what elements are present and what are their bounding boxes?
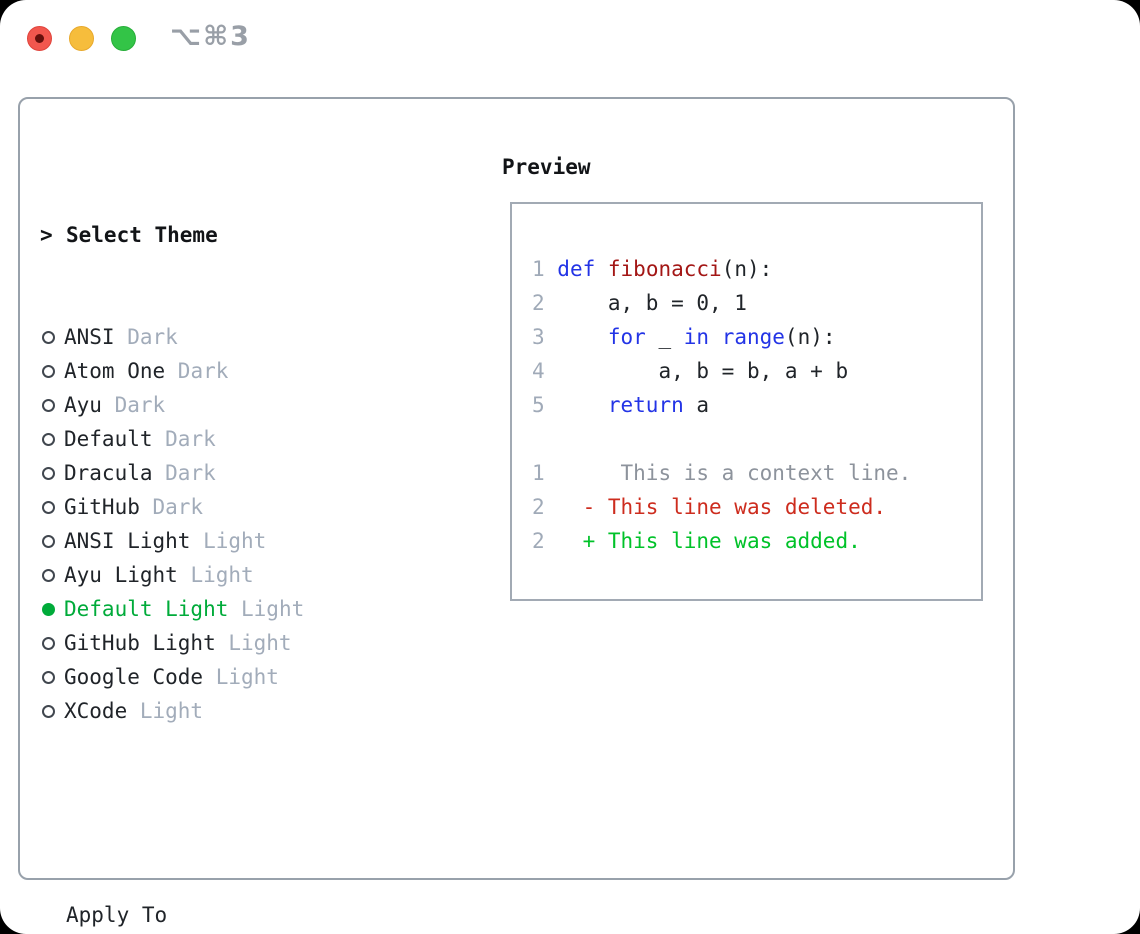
radio-icon (42, 500, 55, 514)
diff-line-deleted: 2 - This line was deleted. (532, 495, 887, 519)
theme-option-dracula[interactable]: Dracula Dark (40, 456, 500, 490)
theme-option-github[interactable]: GitHub Dark (40, 490, 500, 524)
variant-label: Dark (152, 461, 216, 485)
variant-label: Light (215, 631, 292, 655)
line-number: 4 (532, 359, 558, 383)
preview-header: Preview (502, 155, 591, 179)
option-label: Atom One (64, 359, 166, 383)
option-label: GitHub (64, 495, 140, 519)
variant-label: Light (127, 699, 204, 723)
code-line: 3 for _ in range(n): (532, 325, 836, 349)
radio-icon (42, 636, 55, 650)
diff-line-added: 2 + This line was added. (532, 529, 861, 553)
modified-dot-icon (35, 34, 44, 43)
code-line: 5 return a (532, 393, 710, 417)
zoom-button-icon[interactable] (111, 26, 136, 51)
radio-icon (42, 364, 55, 378)
theme-option-ansi-light[interactable]: ANSI Light Light (40, 524, 500, 558)
radio-icon (42, 704, 55, 718)
variant-label: Dark (101, 393, 166, 417)
option-label: Ayu Light (64, 563, 178, 587)
theme-option-google-code[interactable]: Google Code Light (40, 660, 500, 694)
titlebar: ⌥⌘3 (0, 0, 1140, 76)
theme-option-default-light[interactable]: Default Light Light (40, 592, 500, 626)
close-button-icon[interactable] (27, 26, 52, 51)
variant-label: Dark (114, 325, 178, 349)
caret-icon: > (40, 223, 53, 247)
option-label: Dracula (64, 461, 153, 485)
select-theme-header: > Select Theme (40, 218, 500, 252)
option-label: ANSI (64, 325, 115, 349)
diff-line-context: 1 This is a context line. (532, 461, 912, 485)
option-label: Default Light (64, 597, 229, 621)
option-label: Ayu (64, 393, 102, 417)
line-number: 1 (532, 257, 558, 281)
radio-icon (42, 466, 55, 480)
theme-option-ansi[interactable]: ANSI Dark (40, 320, 500, 354)
code-preview: 1 def fibonacci(n): 2 a, b = 0, 1 3 for _ … (532, 252, 911, 558)
radio-icon (42, 534, 55, 548)
apply-to-header: Apply To (66, 903, 168, 927)
variant-label: Dark (165, 359, 229, 383)
traffic-lights (27, 26, 136, 51)
radio-icon (42, 330, 55, 344)
option-label: GitHub Light (64, 631, 216, 655)
code-line: 4 a, b = b, a + b (532, 359, 849, 383)
line-number: 1 (532, 461, 558, 485)
line-number: 2 (532, 495, 558, 519)
theme-option-ayu[interactable]: Ayu Dark (40, 388, 500, 422)
code-line: 1 def fibonacci(n): (532, 257, 773, 281)
line-number: 2 (532, 291, 558, 315)
option-label: ANSI Light (64, 529, 191, 553)
variant-label: Light (177, 563, 254, 587)
line-number: 2 (532, 529, 558, 553)
code-line: 2 a, b = 0, 1 (532, 291, 747, 315)
option-label: Google Code (64, 665, 204, 689)
radio-icon (42, 568, 55, 582)
option-label: XCode (64, 699, 128, 723)
radio-icon (42, 398, 55, 412)
preview-box: 1 def fibonacci(n): 2 a, b = 0, 1 3 for _ … (510, 202, 983, 601)
variant-label: Dark (139, 495, 204, 519)
theme-option-xcode[interactable]: XCode Light (40, 694, 500, 728)
variant-label: Dark (152, 427, 216, 451)
select-theme-title: Select Theme (66, 223, 218, 247)
blank-line (532, 422, 911, 456)
radio-icon (42, 432, 55, 446)
variant-label: Light (228, 597, 305, 621)
radio-icon (42, 670, 55, 684)
line-number: 3 (532, 325, 558, 349)
theme-option-github-light[interactable]: GitHub Light Light (40, 626, 500, 660)
variant-label: Light (190, 529, 267, 553)
option-label: Default (64, 427, 153, 451)
keyboard-shortcut-label: ⌥⌘3 (170, 21, 251, 52)
minimize-button-icon[interactable] (69, 26, 94, 51)
variant-label: Light (203, 665, 279, 689)
theme-option-atom-one[interactable]: Atom One Dark (40, 354, 500, 388)
theme-option-ayu-light[interactable]: Ayu Light Light (40, 558, 500, 592)
radio-selected-icon (42, 602, 55, 616)
line-number: 5 (532, 393, 558, 417)
theme-option-default[interactable]: Default Dark (40, 422, 500, 456)
